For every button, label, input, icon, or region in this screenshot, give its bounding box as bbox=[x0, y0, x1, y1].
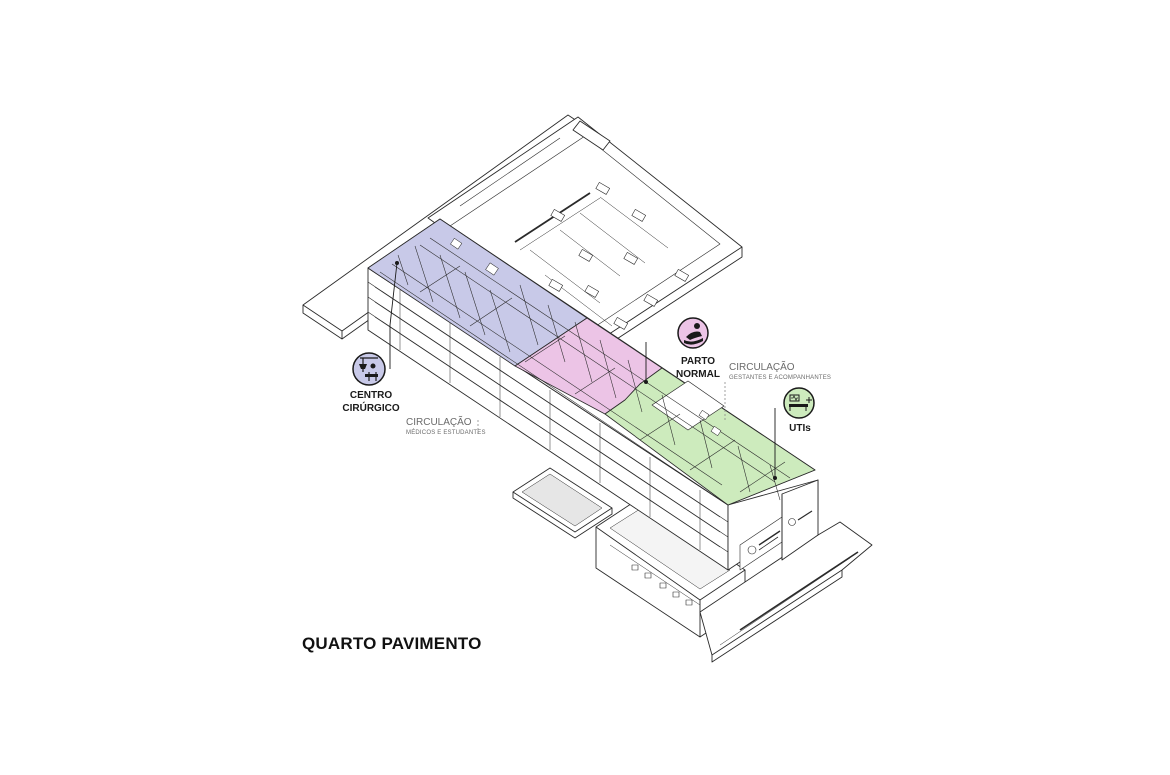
floor-plan bbox=[367, 218, 816, 506]
label-circulation-staff-sub: MÉDICOS E ESTUDANTES bbox=[406, 429, 486, 436]
entrance-block bbox=[595, 497, 746, 638]
leader-lines bbox=[389, 261, 777, 480]
badge-birth bbox=[677, 317, 709, 349]
icu-bed-monitor-icon bbox=[789, 394, 812, 411]
label-circulation-visitors: CIRCULAÇÃO bbox=[729, 360, 795, 373]
parking-deck bbox=[427, 116, 743, 351]
label-birth-line2: NORMAL bbox=[676, 369, 720, 380]
surgical-lamp-icon bbox=[359, 357, 378, 381]
label-circulation-staff: CIRCULAÇÃO bbox=[406, 415, 472, 428]
label-circulation-visitors-sub: GESTANTES E ACOMPANHANTES bbox=[729, 375, 831, 381]
label-icu: UTIs bbox=[789, 423, 811, 434]
ground-slab-right bbox=[699, 521, 873, 663]
badge-icu bbox=[783, 387, 815, 419]
end-block bbox=[781, 479, 819, 561]
label-surgery-line1: CENTRO bbox=[350, 390, 392, 401]
label-birth-line1: PARTO bbox=[681, 356, 715, 367]
lower-plaza bbox=[512, 467, 613, 539]
label-surgery-line2: CIRÚRGICO bbox=[342, 401, 399, 414]
parked-car bbox=[548, 182, 689, 330]
badge-surgery bbox=[352, 352, 386, 386]
newborn-hands-icon bbox=[684, 323, 703, 345]
floor-title: QUARTO PAVIMENTO bbox=[302, 634, 482, 653]
